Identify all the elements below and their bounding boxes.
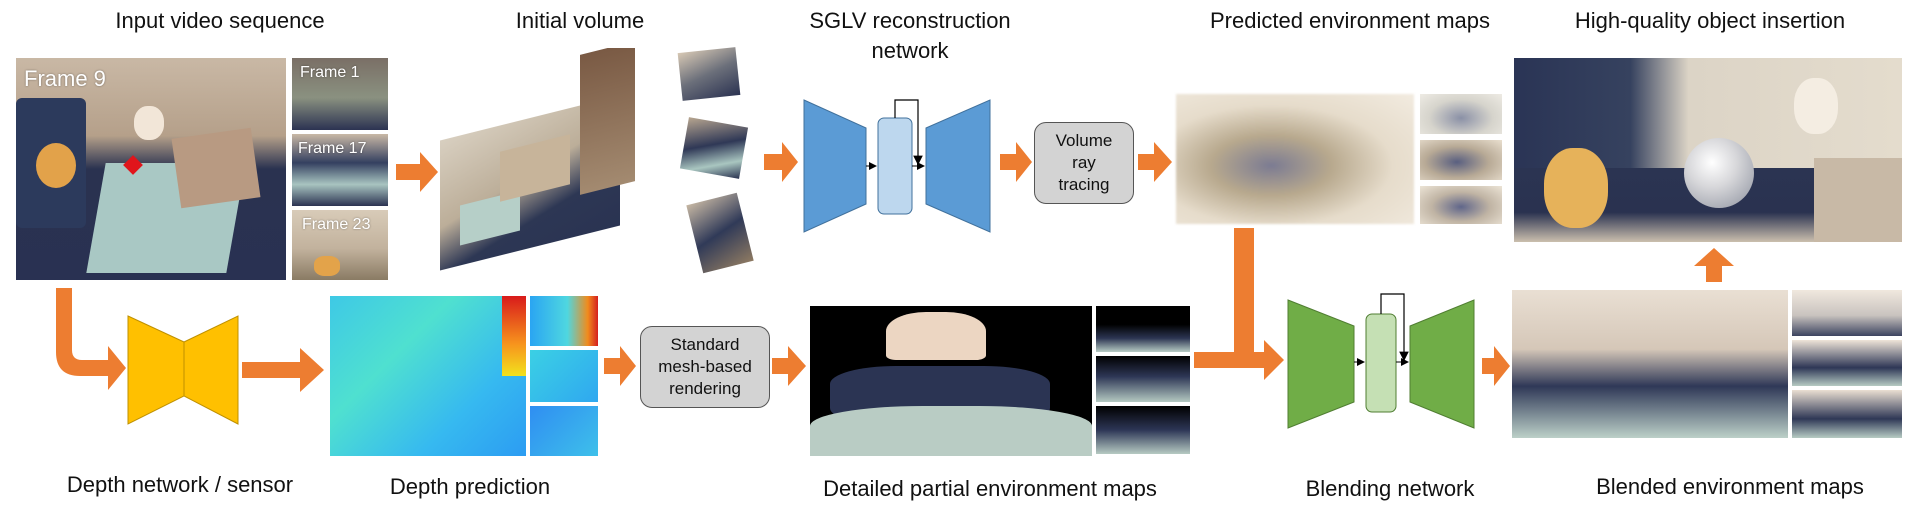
depth-network bbox=[127, 315, 239, 425]
arrow-depthnet-to-depthpred bbox=[242, 348, 324, 392]
depth-network-label: Depth network / sensor bbox=[66, 472, 294, 497]
frame-17-label: Frame 17 bbox=[298, 140, 367, 157]
depth-prediction-3 bbox=[530, 406, 598, 456]
depth-prediction-label: Depth prediction bbox=[389, 474, 551, 499]
initial-volume-label: Initial volume bbox=[515, 8, 645, 33]
depth-prediction-1 bbox=[530, 296, 598, 346]
partial-env-map-1 bbox=[1096, 306, 1190, 352]
input-frame-17: Frame 17 bbox=[292, 134, 388, 206]
arrow-sglv-to-raytrace bbox=[1000, 142, 1032, 182]
blended-env-map-1 bbox=[1792, 290, 1902, 336]
sglv-network-label: SGLV reconstruction network bbox=[809, 8, 1011, 63]
blending-network bbox=[1287, 293, 1475, 429]
sglv-decoder bbox=[925, 99, 991, 233]
depth-prediction-main bbox=[330, 296, 526, 456]
hq-insertion-label: High-quality object insertion bbox=[1574, 8, 1846, 33]
depth-decoder bbox=[183, 315, 239, 425]
depth-prediction-2 bbox=[530, 350, 598, 402]
partial-env-map-main bbox=[810, 306, 1092, 456]
arrow-blending-to-blended bbox=[1482, 346, 1510, 386]
flow-arrows bbox=[56, 142, 1734, 392]
predicted-env-map-3 bbox=[1420, 186, 1502, 224]
blend-decoder bbox=[1409, 299, 1475, 429]
arrow-depthpred-to-mesh bbox=[604, 346, 636, 386]
arrow-blended-to-insertion bbox=[1694, 248, 1734, 282]
input-frame-main: Frame 9 bbox=[16, 58, 286, 280]
partial-env-label: Detailed partial environment maps bbox=[823, 476, 1157, 501]
predicted-env-map-main bbox=[1176, 94, 1414, 224]
blend-encoder bbox=[1287, 299, 1355, 429]
arrow-predicted-to-blending bbox=[1194, 228, 1284, 380]
partial-env-map-3 bbox=[1096, 406, 1190, 454]
predicted-env-map-1 bbox=[1420, 94, 1502, 134]
blended-env-label: Blended environment maps bbox=[1596, 474, 1864, 499]
sglv-network bbox=[803, 99, 991, 233]
frame-9-label: Frame 9 bbox=[24, 66, 106, 91]
blended-env-map-3 bbox=[1792, 390, 1902, 438]
sglv-latent bbox=[877, 117, 913, 215]
blend-latent bbox=[1365, 313, 1397, 413]
blended-env-map-main bbox=[1512, 290, 1788, 438]
blended-env-map-2 bbox=[1792, 340, 1902, 386]
sglv-encoder bbox=[803, 99, 867, 233]
predicted-env-map-2 bbox=[1420, 140, 1502, 180]
volume-ray-tracing-box: Volume ray tracing bbox=[1034, 122, 1134, 204]
frame-23-label: Frame 23 bbox=[302, 216, 371, 233]
frame-1-label: Frame 1 bbox=[300, 64, 360, 81]
arrow-mesh-to-partial bbox=[772, 346, 806, 386]
arrow-volume-to-sglv bbox=[764, 142, 798, 182]
input-frame-23: Frame 23 bbox=[292, 210, 388, 280]
input-video-label: Input video sequence bbox=[115, 8, 325, 33]
arrow-video-to-depthnet bbox=[56, 288, 126, 390]
mesh-rendering-box: Standard mesh-based rendering bbox=[640, 326, 770, 408]
partial-env-map-2 bbox=[1096, 356, 1190, 402]
arrow-video-to-volume bbox=[396, 152, 438, 192]
arrow-raytrace-to-predicted bbox=[1138, 142, 1172, 182]
blending-network-label: Blending network bbox=[1305, 476, 1475, 501]
predicted-env-label: Predicted environment maps bbox=[1209, 8, 1491, 33]
depth-encoder bbox=[127, 315, 185, 425]
input-frame-1: Frame 1 bbox=[292, 58, 388, 130]
object-insertion-result bbox=[1514, 58, 1902, 242]
